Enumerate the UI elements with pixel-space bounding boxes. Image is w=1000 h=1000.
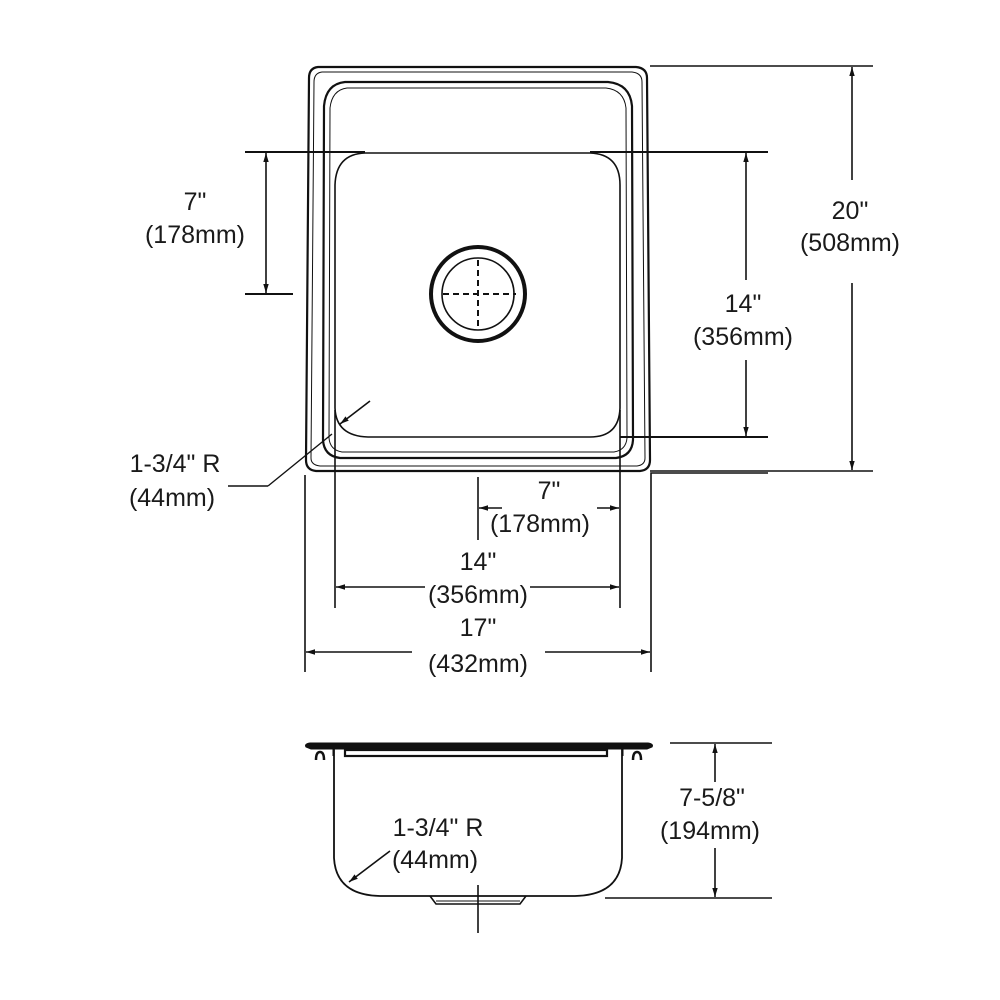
dim-drain-offset-horizontal: 7" (178mm) xyxy=(479,477,619,538)
top-view: 20" (508mm) 14" (356mm) 7" (178mm) 1-3/4… xyxy=(129,65,900,678)
bowl-width-metric: (356mm) xyxy=(428,581,528,609)
bowl-depth-metric: (356mm) xyxy=(693,323,793,351)
overall-depth-imperial: 20" xyxy=(832,197,869,225)
dim-bowl-height: 7-5/8" (194mm) xyxy=(605,742,772,899)
side-radius-metric: (44mm) xyxy=(392,846,478,874)
mounting-clip-icon xyxy=(314,750,643,761)
inner-rim xyxy=(321,80,635,460)
overall-width-imperial: 17" xyxy=(460,614,497,642)
dim-side-radius: 1-3/4" R (44mm) xyxy=(348,814,484,883)
drain-offset-vertical-imperial: 7" xyxy=(184,188,207,216)
drain-offset-vertical-metric: (178mm) xyxy=(145,221,245,249)
drain-offset-horizontal-metric: (178mm) xyxy=(490,510,590,538)
bowl-width-imperial: 14" xyxy=(460,548,497,576)
dim-corner-radius: 1-3/4" R (44mm) xyxy=(129,400,371,512)
outer-rim xyxy=(304,65,652,473)
dim-bowl-depth: 14" (356mm) xyxy=(590,151,793,438)
corner-radius-imperial: 1-3/4" R xyxy=(130,450,221,478)
dim-drain-offset-vertical: 7" (178mm) xyxy=(145,151,365,295)
drain-offset-horizontal-imperial: 7" xyxy=(538,477,561,505)
overall-width-metric: (432mm) xyxy=(428,650,528,678)
side-radius-imperial: 1-3/4" R xyxy=(393,814,484,842)
dim-bowl-width: 14" (356mm) xyxy=(336,548,619,609)
bowl-depth-imperial: 14" xyxy=(725,290,762,318)
overall-depth-metric: (508mm) xyxy=(800,229,900,257)
bowl-height-metric: (194mm) xyxy=(660,817,760,845)
side-view: 1-3/4" R (44mm) 7-5/8" (194mm) xyxy=(305,742,772,933)
corner-radius-metric: (44mm) xyxy=(129,484,215,512)
drain-icon xyxy=(429,245,527,343)
bowl-outline xyxy=(334,152,621,438)
bowl-height-imperial: 7-5/8" xyxy=(679,784,745,812)
dim-overall-width: 17" (432mm) xyxy=(306,614,650,678)
dim-overall-depth: 20" (508mm) xyxy=(650,65,900,472)
side-rim xyxy=(305,742,653,750)
